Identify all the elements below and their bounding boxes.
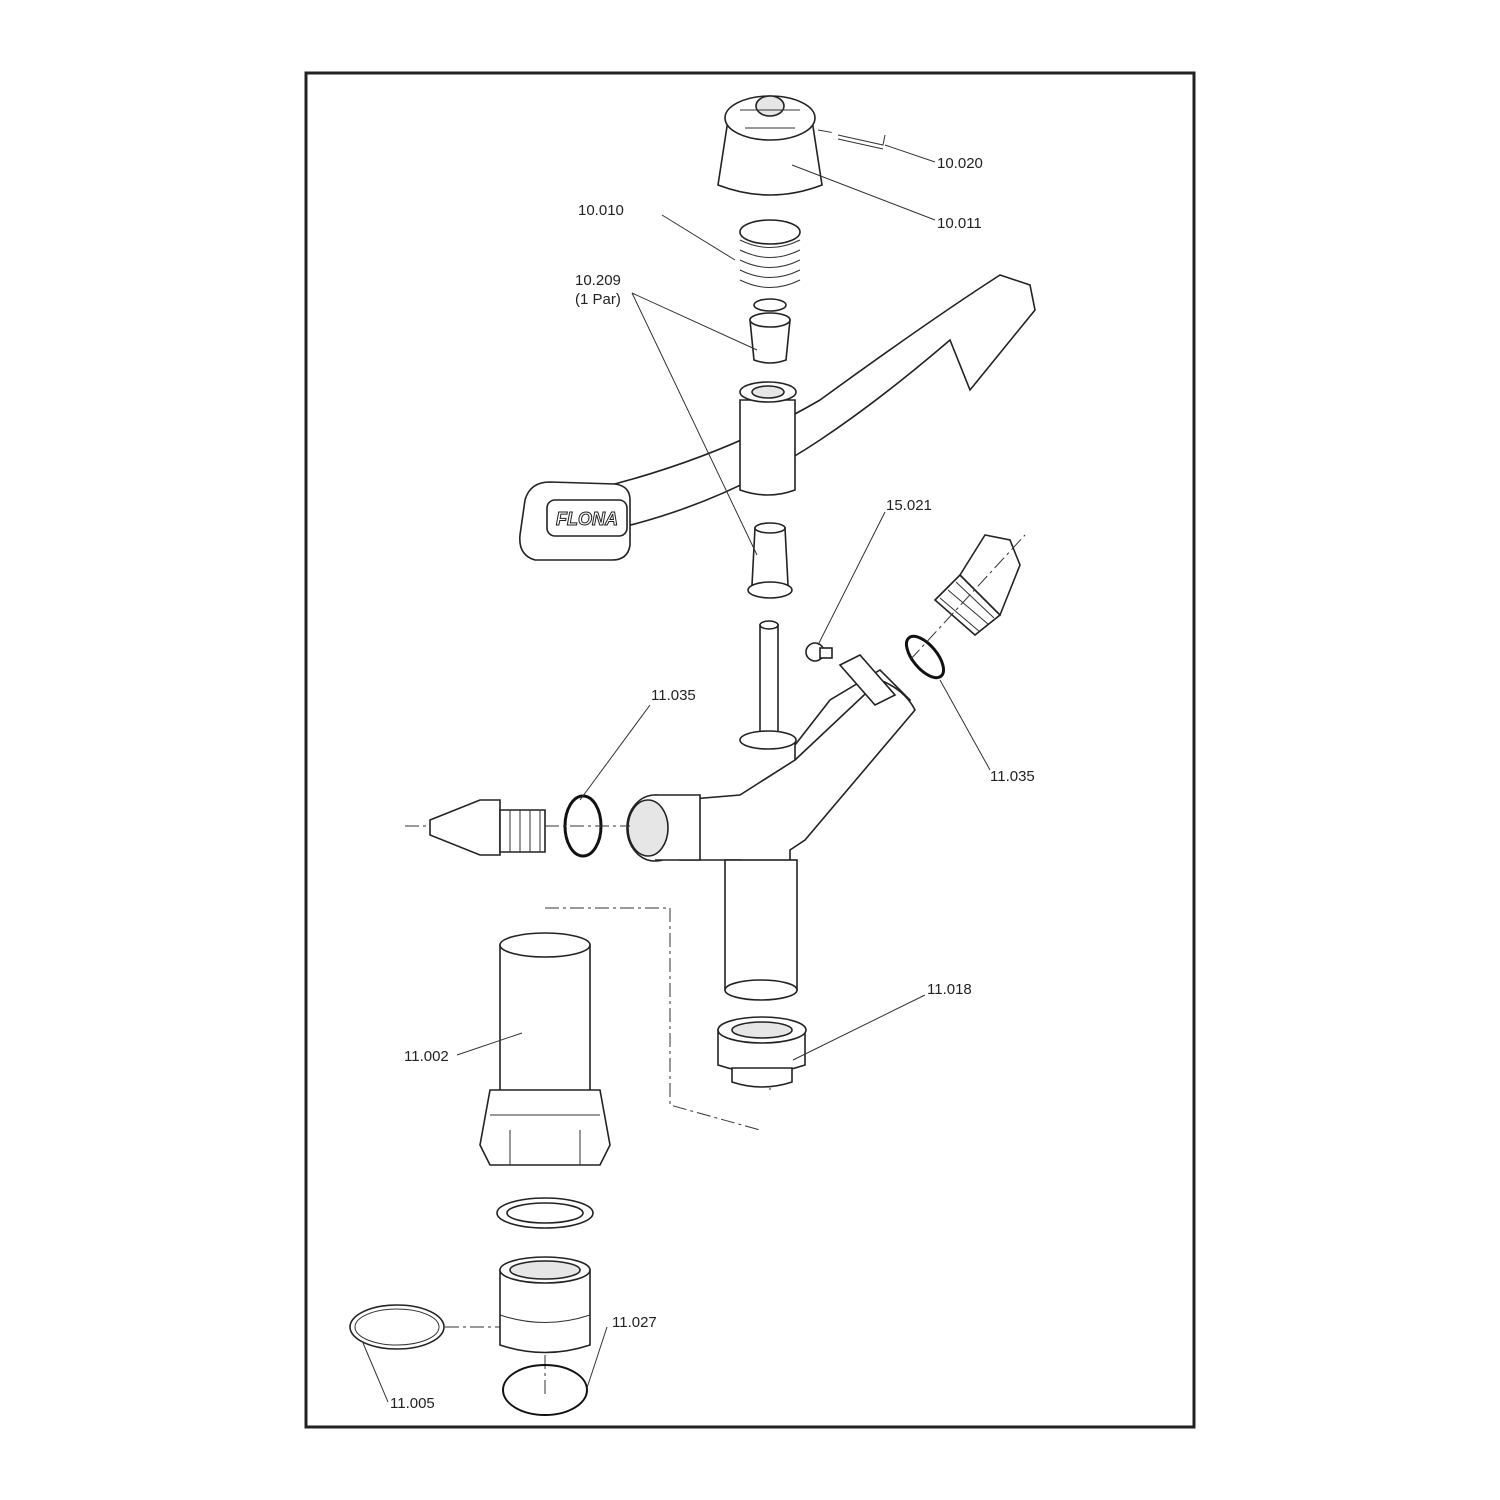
label-10-209: 10.209 bbox=[575, 272, 621, 289]
part-adapter bbox=[499, 1256, 591, 1354]
label-11-002: 11.002 bbox=[404, 1048, 449, 1065]
label-10-020: 10.020 bbox=[937, 155, 983, 172]
part-circlip-11-027 bbox=[502, 1364, 588, 1416]
label-10-010: 10.010 bbox=[578, 202, 624, 219]
label-11-018: 11.018 bbox=[927, 981, 972, 998]
ring-inner bbox=[354, 1308, 440, 1346]
flona-logo: FLONA bbox=[556, 509, 618, 529]
part-oring-11-035-right bbox=[904, 634, 946, 680]
label-11-035-left: 11.035 bbox=[651, 687, 696, 704]
part-nut-11-018 bbox=[717, 1016, 807, 1088]
part-filter-11-002 bbox=[479, 932, 611, 1166]
part-screw-15-021 bbox=[805, 642, 833, 662]
part-bushing-10-209-lower bbox=[747, 522, 793, 599]
part-valve-body bbox=[626, 654, 916, 1001]
part-ring-11-005 bbox=[349, 1304, 445, 1350]
part-pin-10-020 bbox=[837, 134, 886, 150]
part-nozzle-right bbox=[933, 534, 1021, 637]
leader-lines bbox=[362, 144, 991, 1403]
label-15-021: 15.021 bbox=[886, 497, 932, 514]
part-handle-lever: FLONA bbox=[518, 274, 1036, 561]
label-11-035-right: 11.035 bbox=[990, 768, 1035, 785]
label-11-005: 11.005 bbox=[390, 1395, 435, 1412]
part-cap-10-011 bbox=[717, 95, 823, 196]
seal-ring-inner bbox=[506, 1202, 584, 1224]
label-11-027: 11.027 bbox=[612, 1314, 657, 1331]
part-shaft bbox=[759, 620, 779, 741]
part-nozzle-left bbox=[429, 799, 546, 856]
drawing-frame bbox=[304, 71, 1196, 1429]
label-10-011: 10.011 bbox=[937, 215, 982, 232]
part-bushing-10-209-upper bbox=[749, 298, 791, 364]
label-10-209-qty: (1 Par) bbox=[575, 291, 621, 308]
part-spring-10-010 bbox=[739, 219, 801, 288]
